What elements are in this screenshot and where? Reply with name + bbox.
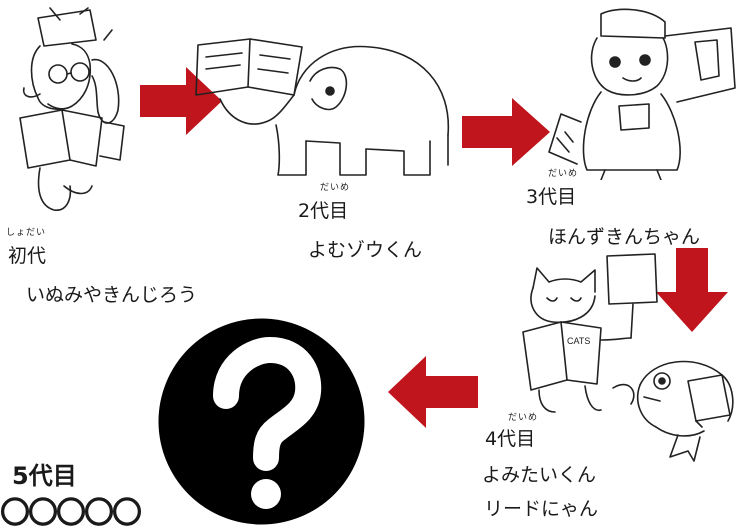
hooded-girl-character-drawing bbox=[545, 2, 740, 180]
svg-text:CATS: CATS bbox=[567, 336, 590, 346]
gen4-ruby: だいめ bbox=[508, 413, 539, 423]
gen2-ruby: だいめ bbox=[320, 183, 351, 193]
arrow-right-1 bbox=[140, 67, 222, 135]
gen2-name: よむゾウくん bbox=[308, 239, 423, 261]
gen5-label: 5代目 bbox=[12, 462, 77, 490]
gen3-ruby: だいめ bbox=[548, 169, 579, 179]
dog-character-drawing bbox=[0, 0, 140, 220]
cat-character-drawing: CATS bbox=[515, 248, 663, 418]
gen1-ruby: しょだい bbox=[6, 228, 47, 238]
gen1-name: いぬみやきんじろう bbox=[26, 284, 198, 306]
gen4-name: よみたいくん bbox=[482, 464, 597, 486]
arrow-right-2 bbox=[462, 98, 550, 166]
arrow-left-4 bbox=[388, 356, 478, 428]
gen3-name: ほんずきんちゃん bbox=[548, 226, 701, 248]
gen4b-name: リードにゃん bbox=[484, 498, 599, 520]
gen4-label: 4代目 bbox=[485, 428, 536, 450]
fish-character-drawing bbox=[630, 345, 742, 465]
gen5-name: 〇〇〇〇〇 bbox=[0, 496, 142, 531]
question-mark-circle bbox=[158, 318, 365, 525]
arrow-down-3 bbox=[656, 248, 728, 332]
gen2-label: 2代目 bbox=[298, 200, 349, 222]
elephant-character-drawing bbox=[190, 25, 460, 185]
gen3-label: 3代目 bbox=[526, 186, 577, 208]
gen1-label: 初代 bbox=[8, 245, 47, 267]
